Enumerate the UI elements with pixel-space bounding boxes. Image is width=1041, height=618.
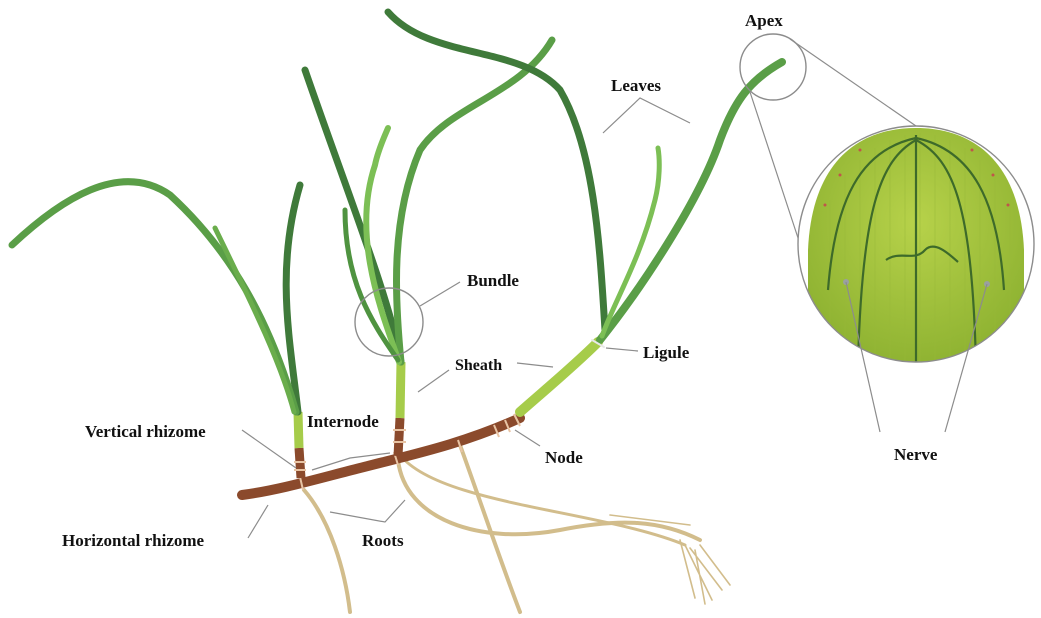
label-bundle: Bundle [467, 271, 519, 290]
label-leaves: Leaves [611, 76, 661, 95]
leaf-2b [396, 40, 552, 362]
label-node: Node [545, 448, 583, 467]
label-horizontal-rhizome: Horizontal rhizome [62, 531, 205, 550]
label-nerve: Nerve [894, 445, 938, 464]
leaf-1b [12, 182, 296, 412]
label-apex: Apex [745, 11, 783, 30]
root-2 [398, 460, 700, 540]
label-internode: Internode [307, 412, 379, 431]
label-roots: Roots [362, 531, 404, 550]
shoot-2-base [393, 362, 406, 456]
label-sheath: Sheath [455, 357, 502, 374]
label-ligule: Ligule [643, 343, 690, 362]
label-vertical-rhizome: Vertical rhizome [85, 422, 206, 441]
leaf-3b [600, 62, 782, 340]
shoot-3-base [520, 342, 598, 412]
root-1 [304, 490, 350, 612]
leaf-1c [215, 228, 294, 412]
leaf-apex-micrograph [796, 124, 1036, 364]
leaf-3c [602, 148, 659, 336]
